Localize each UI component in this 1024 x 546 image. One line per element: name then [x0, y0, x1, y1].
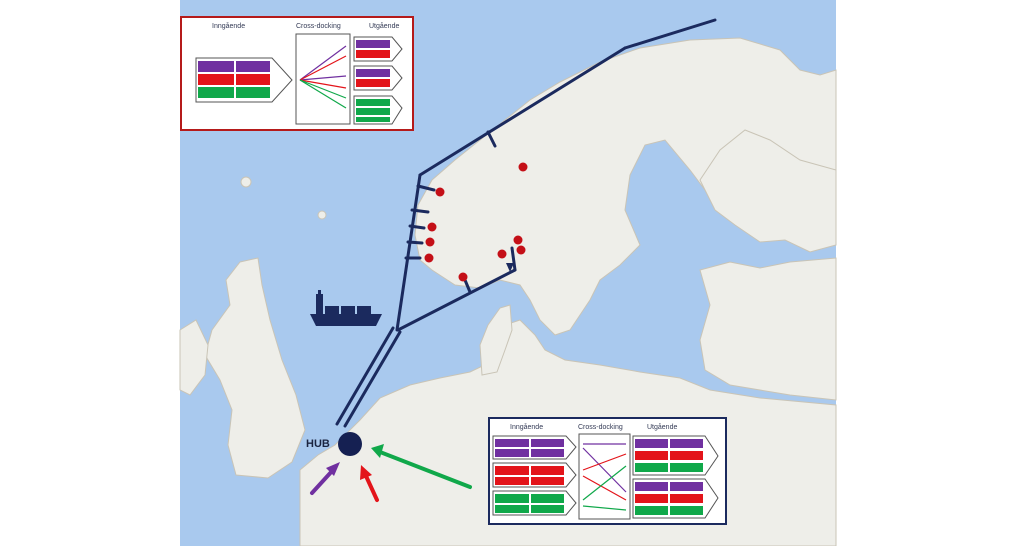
red-arrowhead	[360, 465, 372, 480]
land-islet	[240, 176, 252, 188]
port-dot-icon	[518, 162, 528, 172]
port-dot-icon	[424, 253, 434, 263]
land-denmark	[479, 304, 513, 376]
port-dot-icon	[435, 187, 445, 197]
purple-arrowhead	[326, 462, 340, 476]
hub-label: HUB	[306, 438, 330, 450]
shipping-routes	[335, 18, 717, 428]
port-dot-icon	[516, 245, 526, 255]
container-ship-icon	[310, 290, 382, 326]
route-arrowhead	[506, 263, 514, 272]
top-outbound-label: Utgående	[369, 22, 399, 30]
hub-marker	[338, 432, 362, 456]
land-baltics	[699, 257, 837, 401]
land-britain	[204, 257, 306, 479]
port-dot-icon	[427, 222, 437, 232]
green-arrowhead	[371, 444, 384, 458]
top-inbound-label: Inngående	[212, 22, 245, 30]
port-dot-icon	[497, 249, 507, 259]
land-ireland	[179, 319, 209, 396]
top-crossdock-label: Cross-docking	[296, 23, 341, 30]
land-islet	[317, 210, 327, 220]
port-dot-icon	[425, 237, 435, 247]
bottom-crossdock-label: Cross-docking	[578, 424, 623, 431]
port-dots	[424, 162, 528, 282]
bottom-crossdock-diagram: Inngående Cross-docking Utgående	[488, 417, 727, 525]
bottom-outbound-label: Utgående	[647, 423, 677, 431]
port-dot-icon	[458, 272, 468, 282]
inbound-arrows	[310, 450, 472, 502]
port-dot-icon	[513, 235, 523, 245]
top-crossdock-diagram: Inngående Cross-docking Utgående	[180, 16, 414, 131]
land-finland	[699, 129, 837, 253]
bottom-inbound-label: Inngående	[510, 423, 543, 431]
